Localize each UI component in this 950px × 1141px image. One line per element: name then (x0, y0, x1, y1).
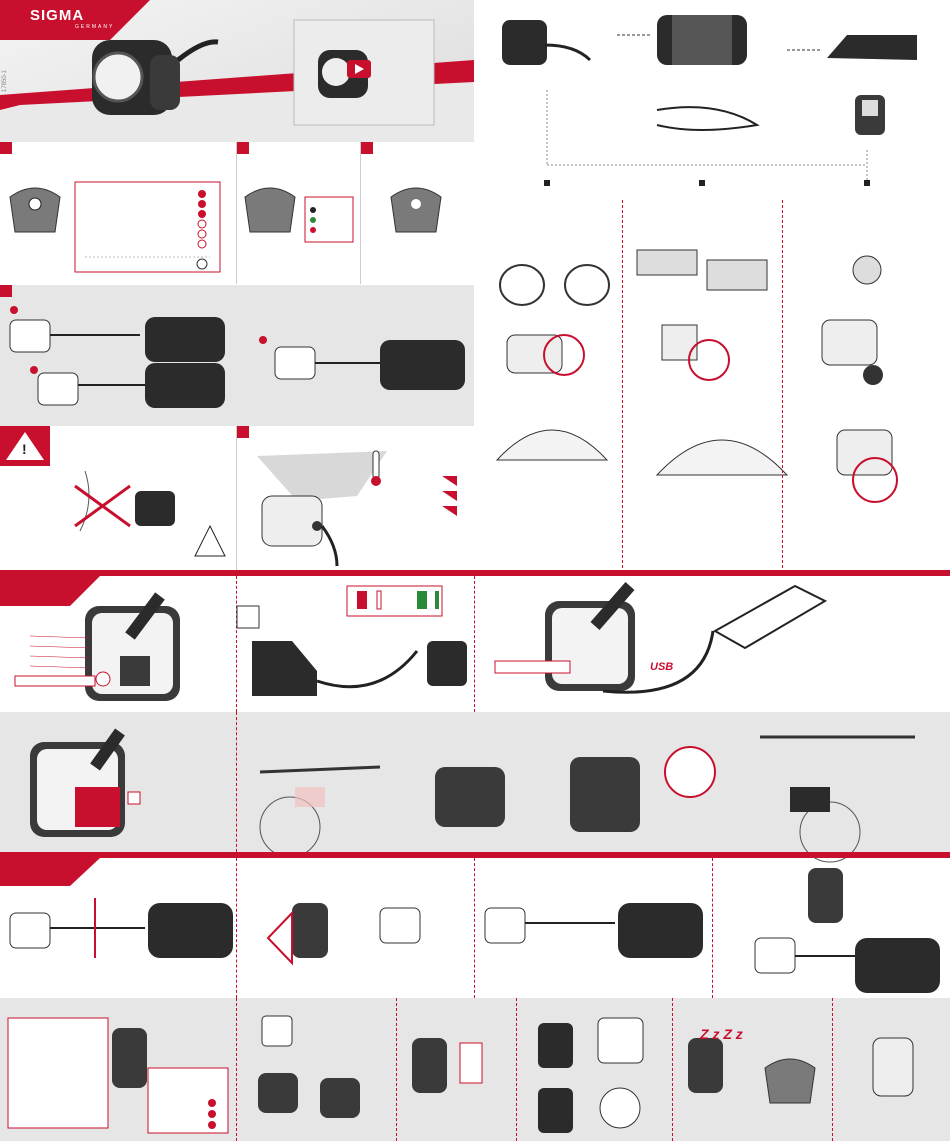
battery-display-panel (0, 576, 236, 712)
accessories-art (477, 0, 950, 570)
temperature-art (237, 426, 475, 570)
remote-pair-panel (0, 858, 950, 998)
usb-charge-art (475, 576, 950, 712)
sleep-icon: Z z Z z (700, 1026, 743, 1042)
power-modes-panel (0, 142, 236, 284)
battery-port-panel (0, 712, 950, 852)
charger-panel (236, 576, 474, 712)
battery-port-art (0, 712, 950, 852)
usb-charge-panel: USB (474, 576, 950, 712)
video-play-button[interactable] (347, 60, 371, 78)
warning-panel: ! (0, 426, 236, 570)
warning-art (0, 426, 236, 570)
play-icon (355, 64, 364, 74)
power-on-panel (360, 142, 474, 284)
power-modes-art (0, 142, 236, 284)
temperature-panel (236, 426, 474, 570)
battery-display-art (0, 576, 236, 712)
charger-art (237, 576, 475, 712)
accessories-panel (477, 0, 950, 570)
usb-label: USB (650, 661, 673, 673)
brand-logo: SIGMA (30, 7, 84, 24)
power-on-art (361, 142, 475, 284)
remote-ops-panel: Z z Z z (0, 998, 950, 1141)
brand-tagline: GERMANY (75, 24, 114, 30)
remote-pair-art (0, 858, 950, 998)
connect-panel (0, 285, 474, 426)
status-art (237, 142, 361, 284)
header-panel: SIGMA GERMANY 17850-1 (0, 0, 474, 142)
remote-ops-art (0, 998, 950, 1141)
connect-art (0, 285, 474, 426)
status-panel (236, 142, 360, 284)
thermometer-icon (371, 451, 381, 486)
doc-code: 17850-1 (2, 70, 8, 92)
